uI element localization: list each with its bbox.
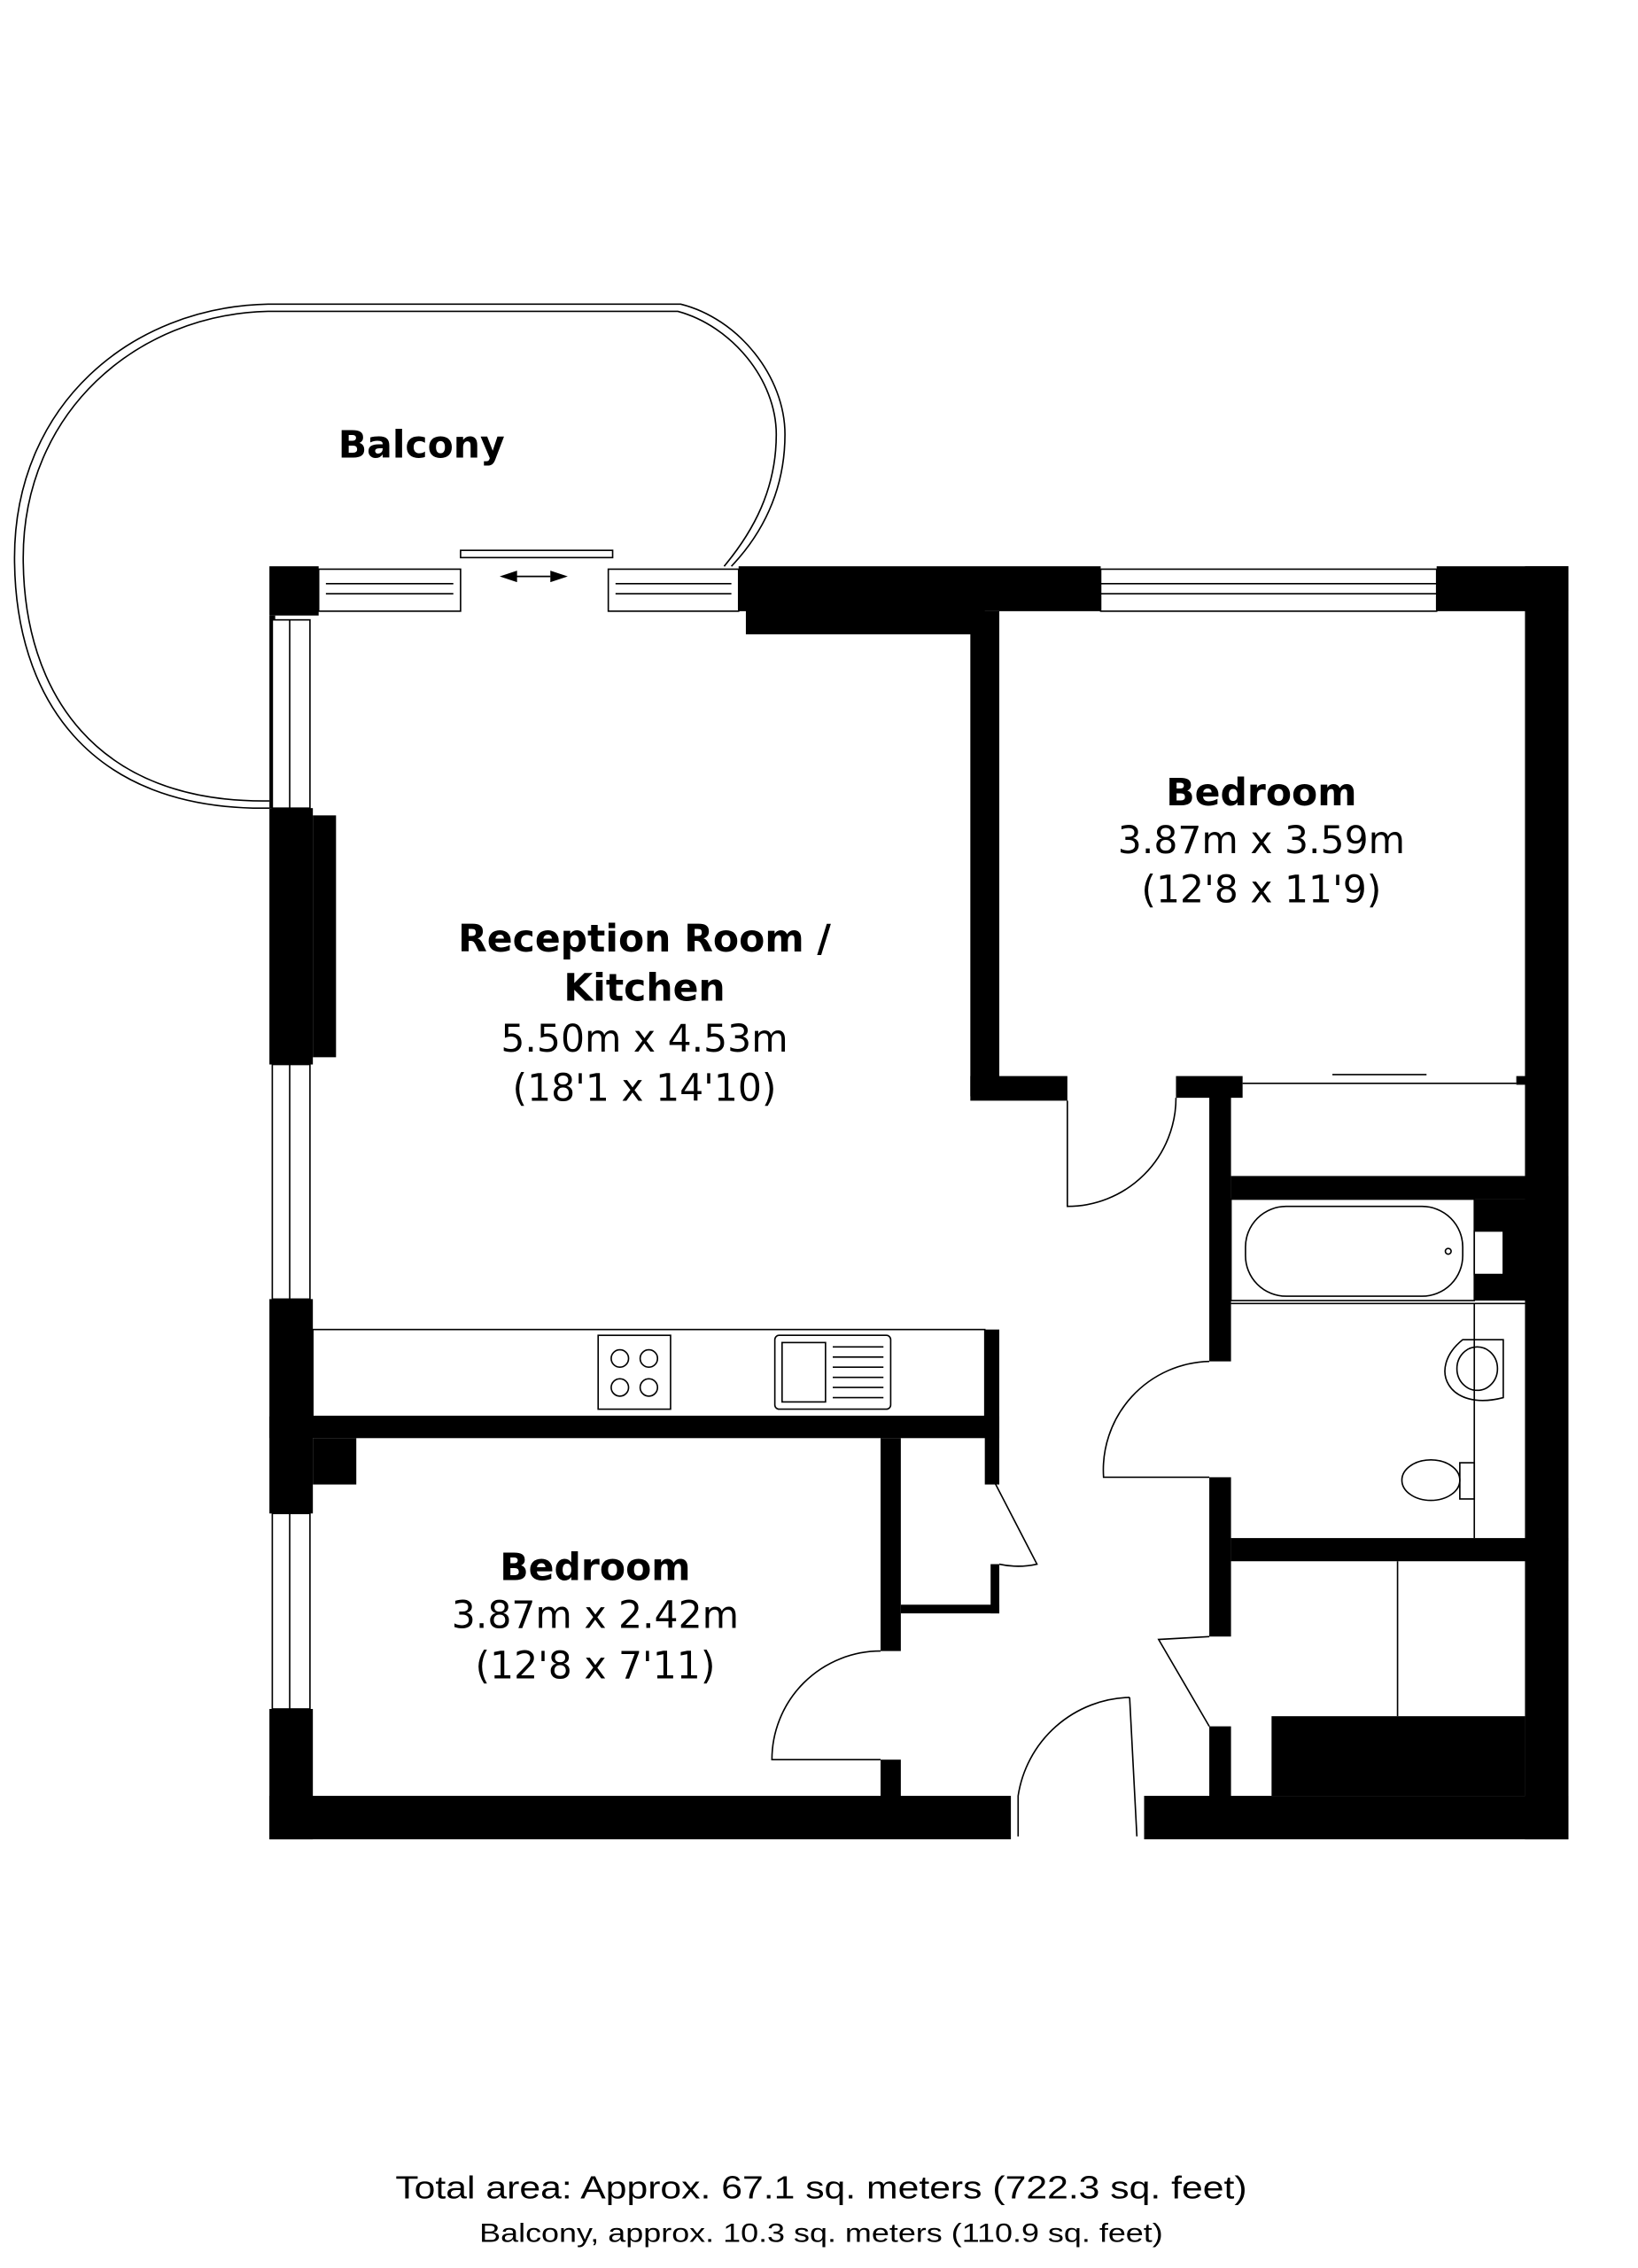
- bedroom2-label: Bedroom: [500, 1546, 690, 1589]
- sink-icon: [773, 1334, 892, 1410]
- total-area-text: Total area: Approx. 67.1 sq. meters (722…: [395, 2170, 1246, 2206]
- hob-icon: [597, 1334, 672, 1410]
- bath-icon: [1230, 1198, 1504, 1301]
- reception-label-line1: Reception Room /: [458, 918, 831, 961]
- toilet-icon: [1401, 1458, 1476, 1502]
- bedroom2-dimensions-imperial: (12'8 x 7'11): [475, 1645, 715, 1689]
- kitchen-counter: [312, 1328, 986, 1418]
- bedroom1-dimensions-metric: 3.87m x 3.59m: [1118, 819, 1405, 863]
- windows: [271, 549, 1438, 1710]
- reception-dimensions-metric: 5.50m x 4.53m: [501, 1018, 788, 1061]
- reception-label-line2: Kitchen: [563, 967, 725, 1011]
- bedroom1-dimensions-imperial: (12'8 x 11'9): [1141, 868, 1381, 912]
- washbasin-icon: [1444, 1339, 1504, 1402]
- bedroom1-label: Bedroom: [1166, 772, 1356, 815]
- balcony-label: Balcony: [338, 424, 505, 468]
- balcony-outline: [13, 303, 786, 810]
- walls: [269, 566, 1569, 1840]
- sliding-door-arrows-icon: [500, 571, 568, 583]
- balcony-area-text: Balcony, approx. 10.3 sq. meters (110.9 …: [479, 2219, 1163, 2249]
- doors[interactable]: [771, 1074, 1517, 1837]
- reception-dimensions-imperial: (18'1 x 14'10): [513, 1067, 777, 1110]
- bedroom2-dimensions-metric: 3.87m x 2.42m: [452, 1594, 739, 1637]
